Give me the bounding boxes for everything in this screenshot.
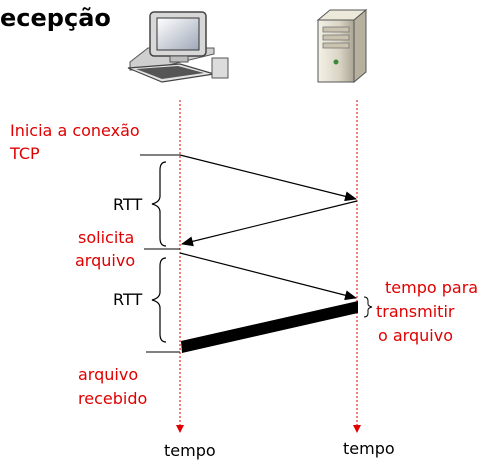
label-received-line1: arquivo: [78, 365, 138, 384]
label-request-line2: arquivo: [75, 251, 135, 270]
label-rtt-2: RTT: [113, 290, 142, 309]
label-start-line1: Inicia a conexão: [10, 121, 140, 140]
syn-arrow: [179, 154, 357, 202]
server-tower-icon: [316, 8, 368, 84]
rtt-brace-2: [151, 257, 167, 343]
transmit-brace: [363, 296, 373, 318]
label-time-client: tempo: [164, 441, 216, 460]
desktop-computer-icon: [127, 11, 229, 83]
request-arrow: [179, 252, 357, 301]
label-received-line2: recebido: [78, 389, 147, 408]
file-transfer-bar: [181, 301, 358, 353]
label-transmit-line1: tempo para: [385, 278, 478, 297]
label-request-line1: solicita: [78, 228, 134, 247]
rtt-brace-1: [151, 161, 167, 247]
slide-title-fragment: ecepção: [0, 4, 111, 32]
label-transmit-line3: o arquivo: [378, 326, 453, 345]
label-time-server: tempo: [343, 439, 395, 458]
label-rtt-1: RTT: [113, 195, 142, 214]
label-transmit-line2: transmitir: [376, 302, 455, 321]
synack-arrow: [181, 200, 358, 247]
label-start-line2: TCP: [9, 144, 40, 163]
